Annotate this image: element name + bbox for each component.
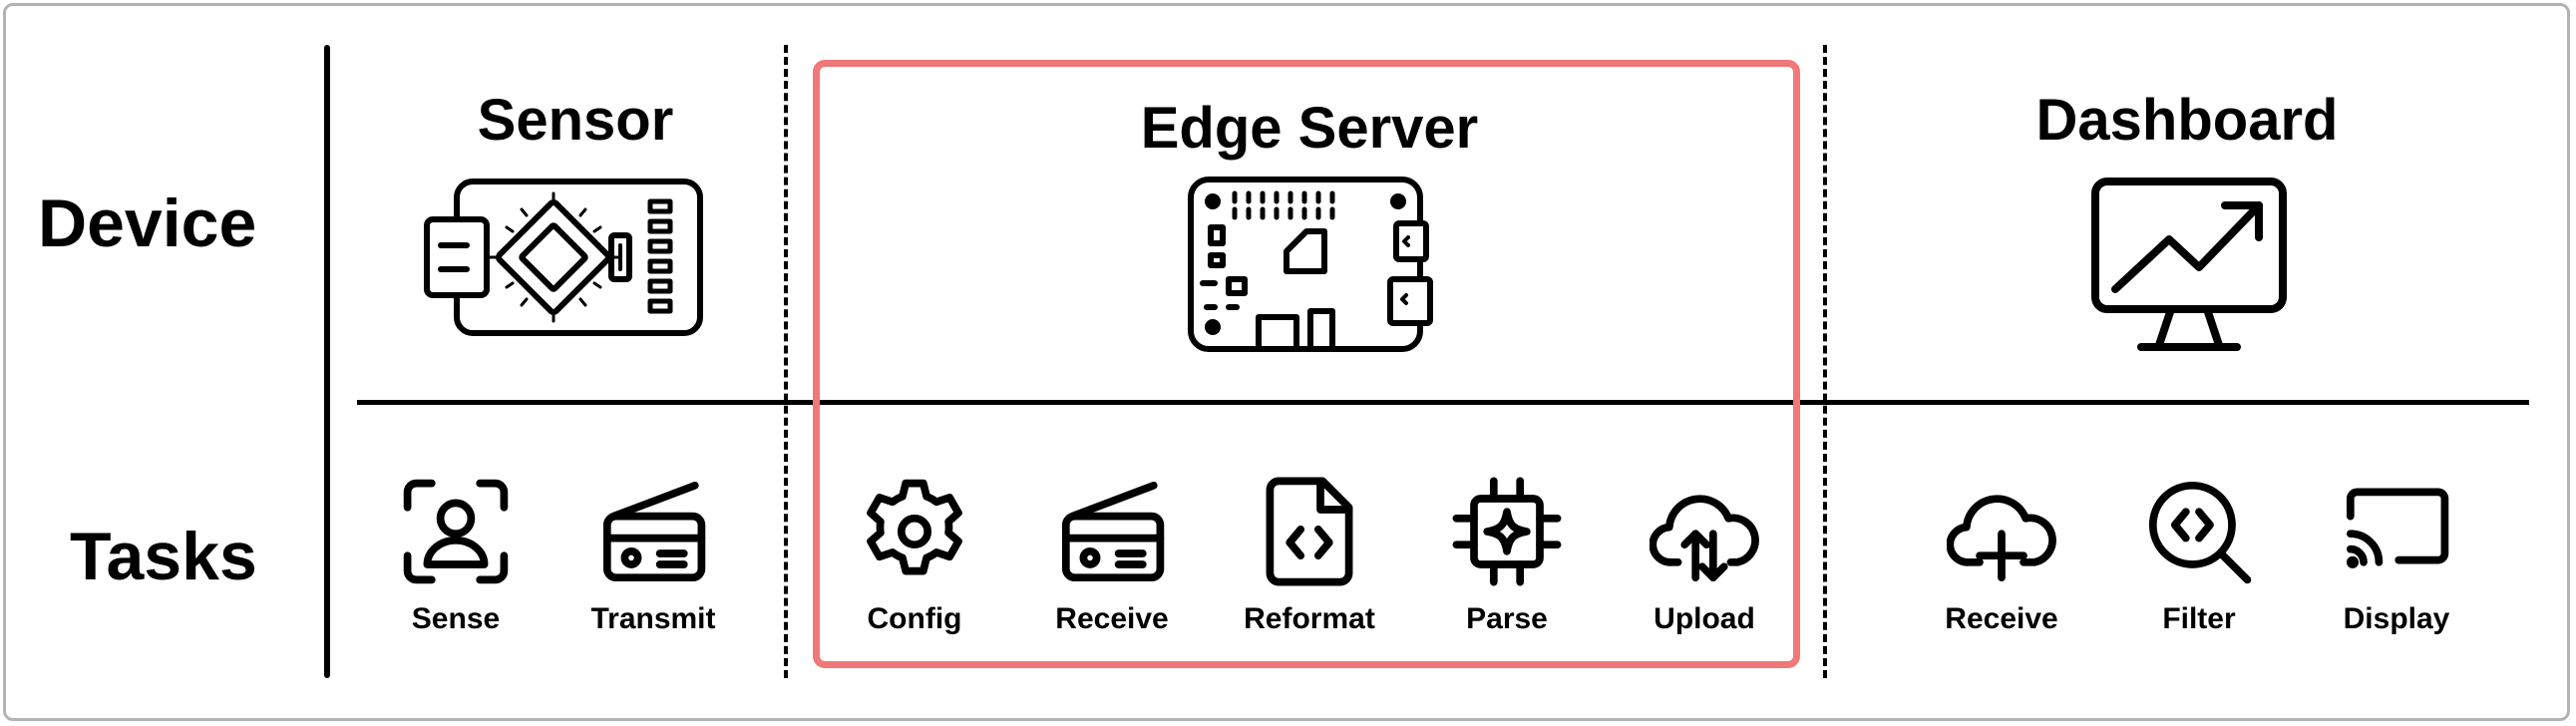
cast-icon [2346,488,2449,568]
task-label: Config [867,602,962,635]
device-tasks-divider [357,400,2529,405]
gear-icon [867,479,962,575]
task-sensor-transmit: Transmit [563,477,743,634]
task-label: Sense [411,602,501,635]
task-label: Upload [1654,602,1755,635]
task-label: Display [2343,602,2450,635]
task-label: Parse [1466,602,1548,635]
edge-dashboard-divider [1823,45,1827,678]
edge-server-highlight [813,60,1800,668]
task-label: Receive [1945,602,2058,635]
column-title-sensor: Sensor [477,88,674,153]
monitor-trend-chart-icon [2089,176,2289,360]
cloud-sync-icon [1650,495,1759,582]
radio-icon [1061,481,1165,582]
task-sensor-sense: Sense [366,477,546,634]
column-title-edge-server: Edge Server [1140,96,1479,161]
row-label-tasks: Tasks [70,519,257,594]
person-scan-icon [403,479,509,584]
task-label: Receive [1055,602,1169,635]
search-code-icon [2148,481,2252,584]
code-file-icon [1266,477,1353,586]
task-label: Filter [2162,602,2236,635]
task-edge-receive: Receive [1022,477,1202,634]
task-edge-parse: Parse [1417,477,1597,634]
task-edge-config: Config [825,477,1004,634]
task-dashboard-filter: Filter [2109,477,2289,634]
task-dashboard-display: Display [2307,477,2486,634]
task-label: Transmit [590,602,716,635]
task-label: Reformat [1244,602,1375,635]
row-label-device: Device [38,185,257,261]
task-dashboard-receive: Receive [1912,477,2091,634]
task-edge-reformat: Reformat [1220,477,1399,634]
sensor-edge-divider [784,45,788,678]
radio-icon [602,481,706,582]
cpu-chip-icon [1452,477,1562,586]
microcontroller-board-icon [419,176,708,344]
row-label-divider [324,45,330,678]
single-board-computer-icon [1185,176,1434,360]
cloud-plus-icon [1947,495,2056,582]
task-edge-upload: Upload [1615,477,1794,634]
column-title-dashboard: Dashboard [2035,88,2339,153]
diagram-frame [3,3,2570,721]
